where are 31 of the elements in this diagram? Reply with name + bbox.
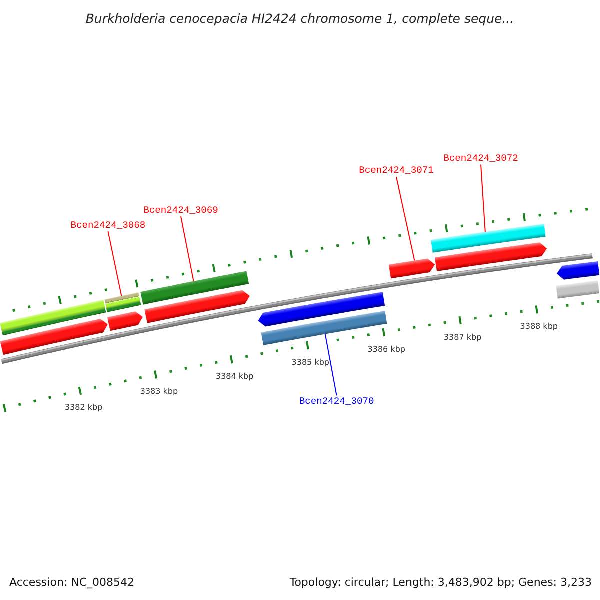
leader-line — [396, 176, 416, 262]
scale-label: 3387 kbp — [444, 332, 482, 342]
scale-label: 3385 kbp — [292, 358, 330, 367]
gene-label: Bcen2424_3068 — [70, 220, 146, 232]
gene-label: Bcen2424_3070 — [299, 396, 374, 408]
genome-summary-text: Topology: circular; Length: 3,483,902 bp; Genes: 3,233 — [290, 576, 592, 588]
gene-bar — [261, 311, 388, 346]
gene-bar — [430, 224, 546, 253]
gene-label: Bcen2424_3072 — [444, 152, 518, 165]
pointed-gene-bar — [258, 292, 386, 327]
leader-line — [108, 231, 122, 297]
pointed-gene-bar — [388, 258, 436, 279]
gene-label: Bcen2424_3069 — [144, 204, 218, 216]
scale-label: 3384 kbp — [216, 372, 254, 381]
scale-label: 3383 kbp — [140, 386, 178, 396]
pointed-gene-bar — [108, 312, 143, 332]
scale-label: 3382 kbp — [64, 403, 103, 412]
map-title: Burkholderia cenocepacia HI2424 chromosome 1, complete seque... — [86, 11, 514, 26]
pointed-gene-bar — [144, 290, 250, 324]
leader-line — [324, 334, 338, 396]
gene-bar — [140, 271, 250, 305]
accession-text: Accession: NC_008542 — [10, 576, 135, 588]
gene-bar — [556, 280, 600, 299]
gene-bar — [0, 300, 106, 336]
gene-label: Bcen2424_3071 — [359, 165, 434, 177]
pointed-gene-bar — [0, 319, 108, 356]
scale-label: 3388 kbp — [520, 322, 558, 331]
scale-label: 3386 kbp — [368, 344, 406, 354]
pointed-gene-bar — [556, 261, 600, 280]
pointed-gene-bar — [434, 242, 548, 272]
gene-bar — [104, 292, 142, 312]
